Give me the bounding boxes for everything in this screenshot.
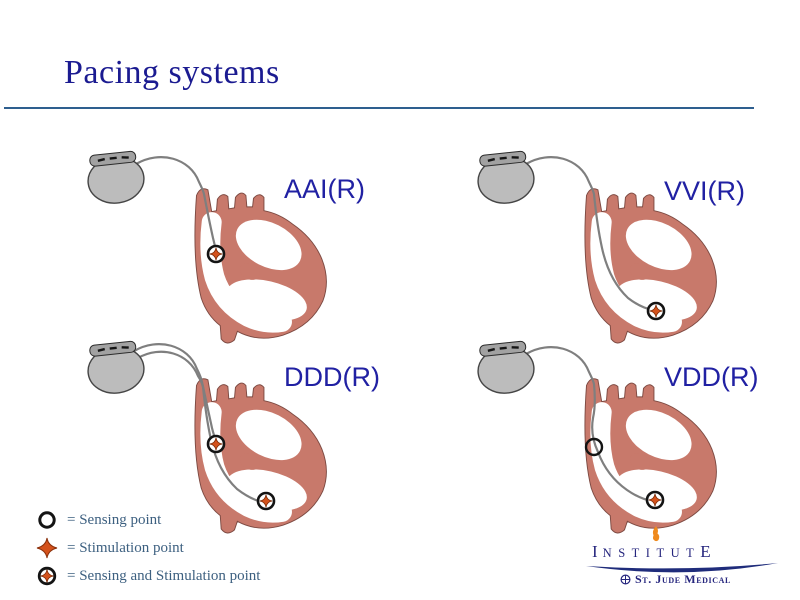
vdd-label: VDD(R) [664,362,759,392]
sensing-stimulation-marker-atrium [206,434,226,454]
company-wordmark: St. Jude Medical [620,572,731,587]
institute-logo: I NSTITUTE St. Jude Medical [578,526,788,594]
pacing-panel-ddd [60,330,390,540]
pacing-panel-vvi [450,140,780,350]
pacemaker-device [473,149,539,208]
pacing-panel-aai [60,140,390,350]
institute-last-letter: E [700,542,711,561]
sensing-stimulation-marker-atrium [206,244,226,264]
flame-icon [652,526,660,542]
title-underline [4,107,754,109]
legend-label: = Sensing and Stimulation point [67,567,261,584]
page-title: Pacing systems [64,54,280,91]
institute-first-letter: I [592,542,598,561]
heart-illustration [195,189,327,343]
heart-illustration [585,189,717,343]
sensing-stimulation-point-icon [37,566,57,586]
vvi-label: VVI(R) [664,176,745,206]
legend-label: = Stimulation point [67,539,184,556]
aai-diagram [83,149,390,350]
pacing-lead [525,346,653,503]
ddd-diagram [83,339,390,540]
company-name: St. Jude Medical [635,572,731,586]
vvi-diagram [473,149,780,350]
institute-wordmark: I NSTITUTE [592,542,711,562]
sensing-point-icon [38,511,56,529]
pacing-lead [135,156,218,252]
sensing-stimulation-marker-ventricle [646,301,666,321]
legend: = Sensing point = Stimulation point = Se… [36,506,260,590]
pacemaker-device [473,339,539,398]
legend-label: = Sensing point [67,511,162,528]
legend-row-sensing: = Sensing point [36,506,260,534]
swoosh-graphic [586,563,778,573]
sensing-stimulation-marker-ventricle [645,490,665,510]
stimulation-point-icon [36,537,58,559]
vdd-diagram [473,339,780,540]
aai-label: AAI(R) [284,174,365,204]
pacing-lead [525,156,654,312]
company-emblem-icon [620,574,631,585]
institute-middle-letters: NSTITUT [602,546,701,560]
legend-row-sensing-stimulation: = Sensing and Stimulation point [36,562,260,590]
ddd-label: DDD(R) [284,362,380,392]
heart-illustration [585,379,717,533]
pacing-lead-ventricular [137,350,263,504]
legend-row-stimulation: = Stimulation point [36,534,260,562]
pacemaker-device [83,149,149,208]
pacing-panel-vdd [450,330,780,540]
